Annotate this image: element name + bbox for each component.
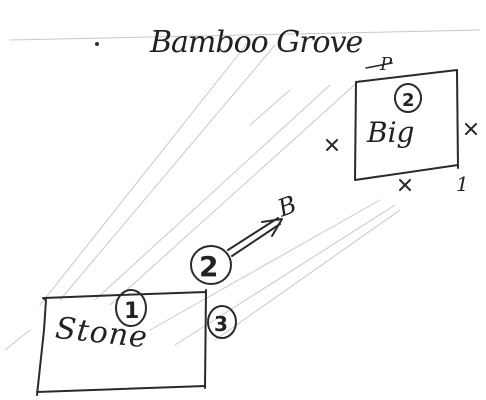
stone-badge-circle	[115, 289, 147, 327]
x-mark-right	[465, 123, 477, 135]
stone-box-outline	[36, 289, 207, 396]
direction-arrow: B	[227, 190, 300, 257]
title-dot	[95, 42, 99, 46]
junction-number: 2	[199, 250, 218, 283]
arrow-shaft	[227, 217, 281, 257]
stone-area: Stone 1	[36, 289, 207, 396]
big-badge-circle	[394, 83, 422, 113]
big-label: Big	[366, 116, 414, 149]
x-mark-left	[326, 139, 338, 151]
diagram-title: Bamboo Grove	[149, 25, 363, 60]
big-badge-number: 2	[402, 90, 415, 111]
side-marker-number: 3	[214, 312, 228, 336]
side-marker-circle	[207, 305, 237, 339]
big-tag-stroke	[365, 62, 393, 69]
junction-circle	[190, 245, 232, 285]
big-box-outline	[354, 69, 459, 181]
arrow-head	[261, 218, 283, 237]
junction-marker: 2	[190, 245, 232, 285]
background-traces	[4, 29, 481, 351]
side-marker: 3	[207, 305, 237, 339]
big-corner-number: 1	[456, 172, 469, 196]
x-mark-bottom	[399, 179, 411, 191]
stone-badge-number: 1	[124, 299, 139, 324]
big-area: Big 2 1 P	[326, 54, 477, 196]
